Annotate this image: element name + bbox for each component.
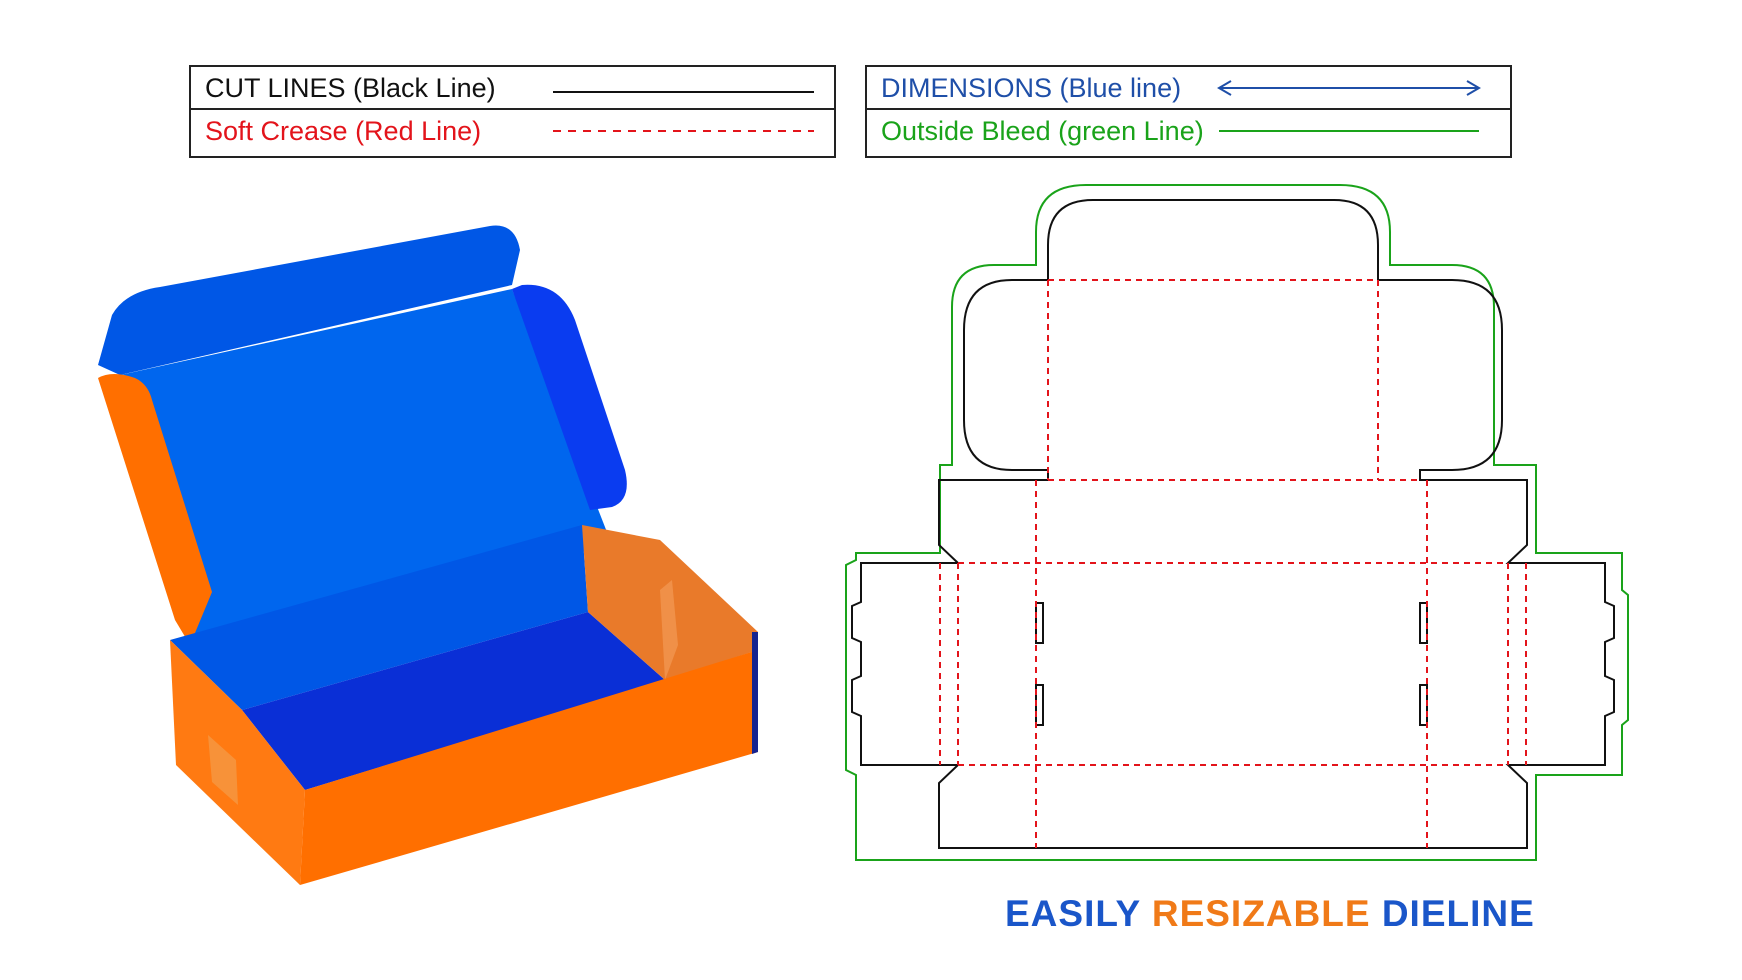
legend-row-bleed: Outside Bleed (green Line) bbox=[867, 108, 1510, 151]
cut-outline bbox=[851, 199, 1615, 849]
base-back-wall bbox=[170, 525, 588, 710]
black-line-icon bbox=[553, 91, 814, 93]
base-floor bbox=[242, 612, 665, 790]
dieline bbox=[845, 184, 1629, 861]
legend-left: CUT LINES (Black Line) Soft Crease (Red … bbox=[189, 65, 836, 158]
legend-row-cut: CUT LINES (Black Line) bbox=[191, 67, 834, 108]
tagline: EASILY RESIZABLE DIELINE bbox=[1005, 893, 1535, 935]
base-left-wall bbox=[170, 640, 305, 885]
tagline-word-easily: EASILY bbox=[1005, 893, 1141, 934]
box-illustration bbox=[98, 225, 758, 885]
legend-label-crease: Soft Crease (Red Line) bbox=[205, 116, 482, 146]
base-front-wall bbox=[300, 650, 758, 885]
double-arrow-icon bbox=[1217, 80, 1481, 96]
legend-label-dimensions: DIMENSIONS (Blue line) bbox=[881, 73, 1182, 103]
lid-tuck-flap bbox=[98, 225, 520, 375]
lid-left-flap bbox=[98, 374, 212, 645]
lid-right-flap bbox=[512, 284, 627, 510]
green-line-icon bbox=[1219, 130, 1479, 132]
bleed-outline bbox=[845, 184, 1629, 861]
tagline-word-resizable: RESIZABLE bbox=[1151, 893, 1371, 934]
slot bbox=[1419, 602, 1428, 644]
legend-label-cut: CUT LINES (Black Line) bbox=[205, 73, 496, 103]
crease-lines bbox=[939, 279, 1527, 848]
legend-label-bleed: Outside Bleed (green Line) bbox=[881, 116, 1204, 146]
slot bbox=[1419, 684, 1428, 726]
red-dashed-line-icon bbox=[553, 130, 814, 132]
legend-right: DIMENSIONS (Blue line) Outside Bleed (gr… bbox=[865, 65, 1512, 158]
tagline-word-dieline: DIELINE bbox=[1381, 893, 1535, 934]
slot bbox=[1035, 684, 1044, 726]
slot bbox=[1035, 602, 1044, 644]
legend-row-dimensions: DIMENSIONS (Blue line) bbox=[867, 67, 1510, 108]
legend-row-crease: Soft Crease (Red Line) bbox=[191, 108, 834, 151]
